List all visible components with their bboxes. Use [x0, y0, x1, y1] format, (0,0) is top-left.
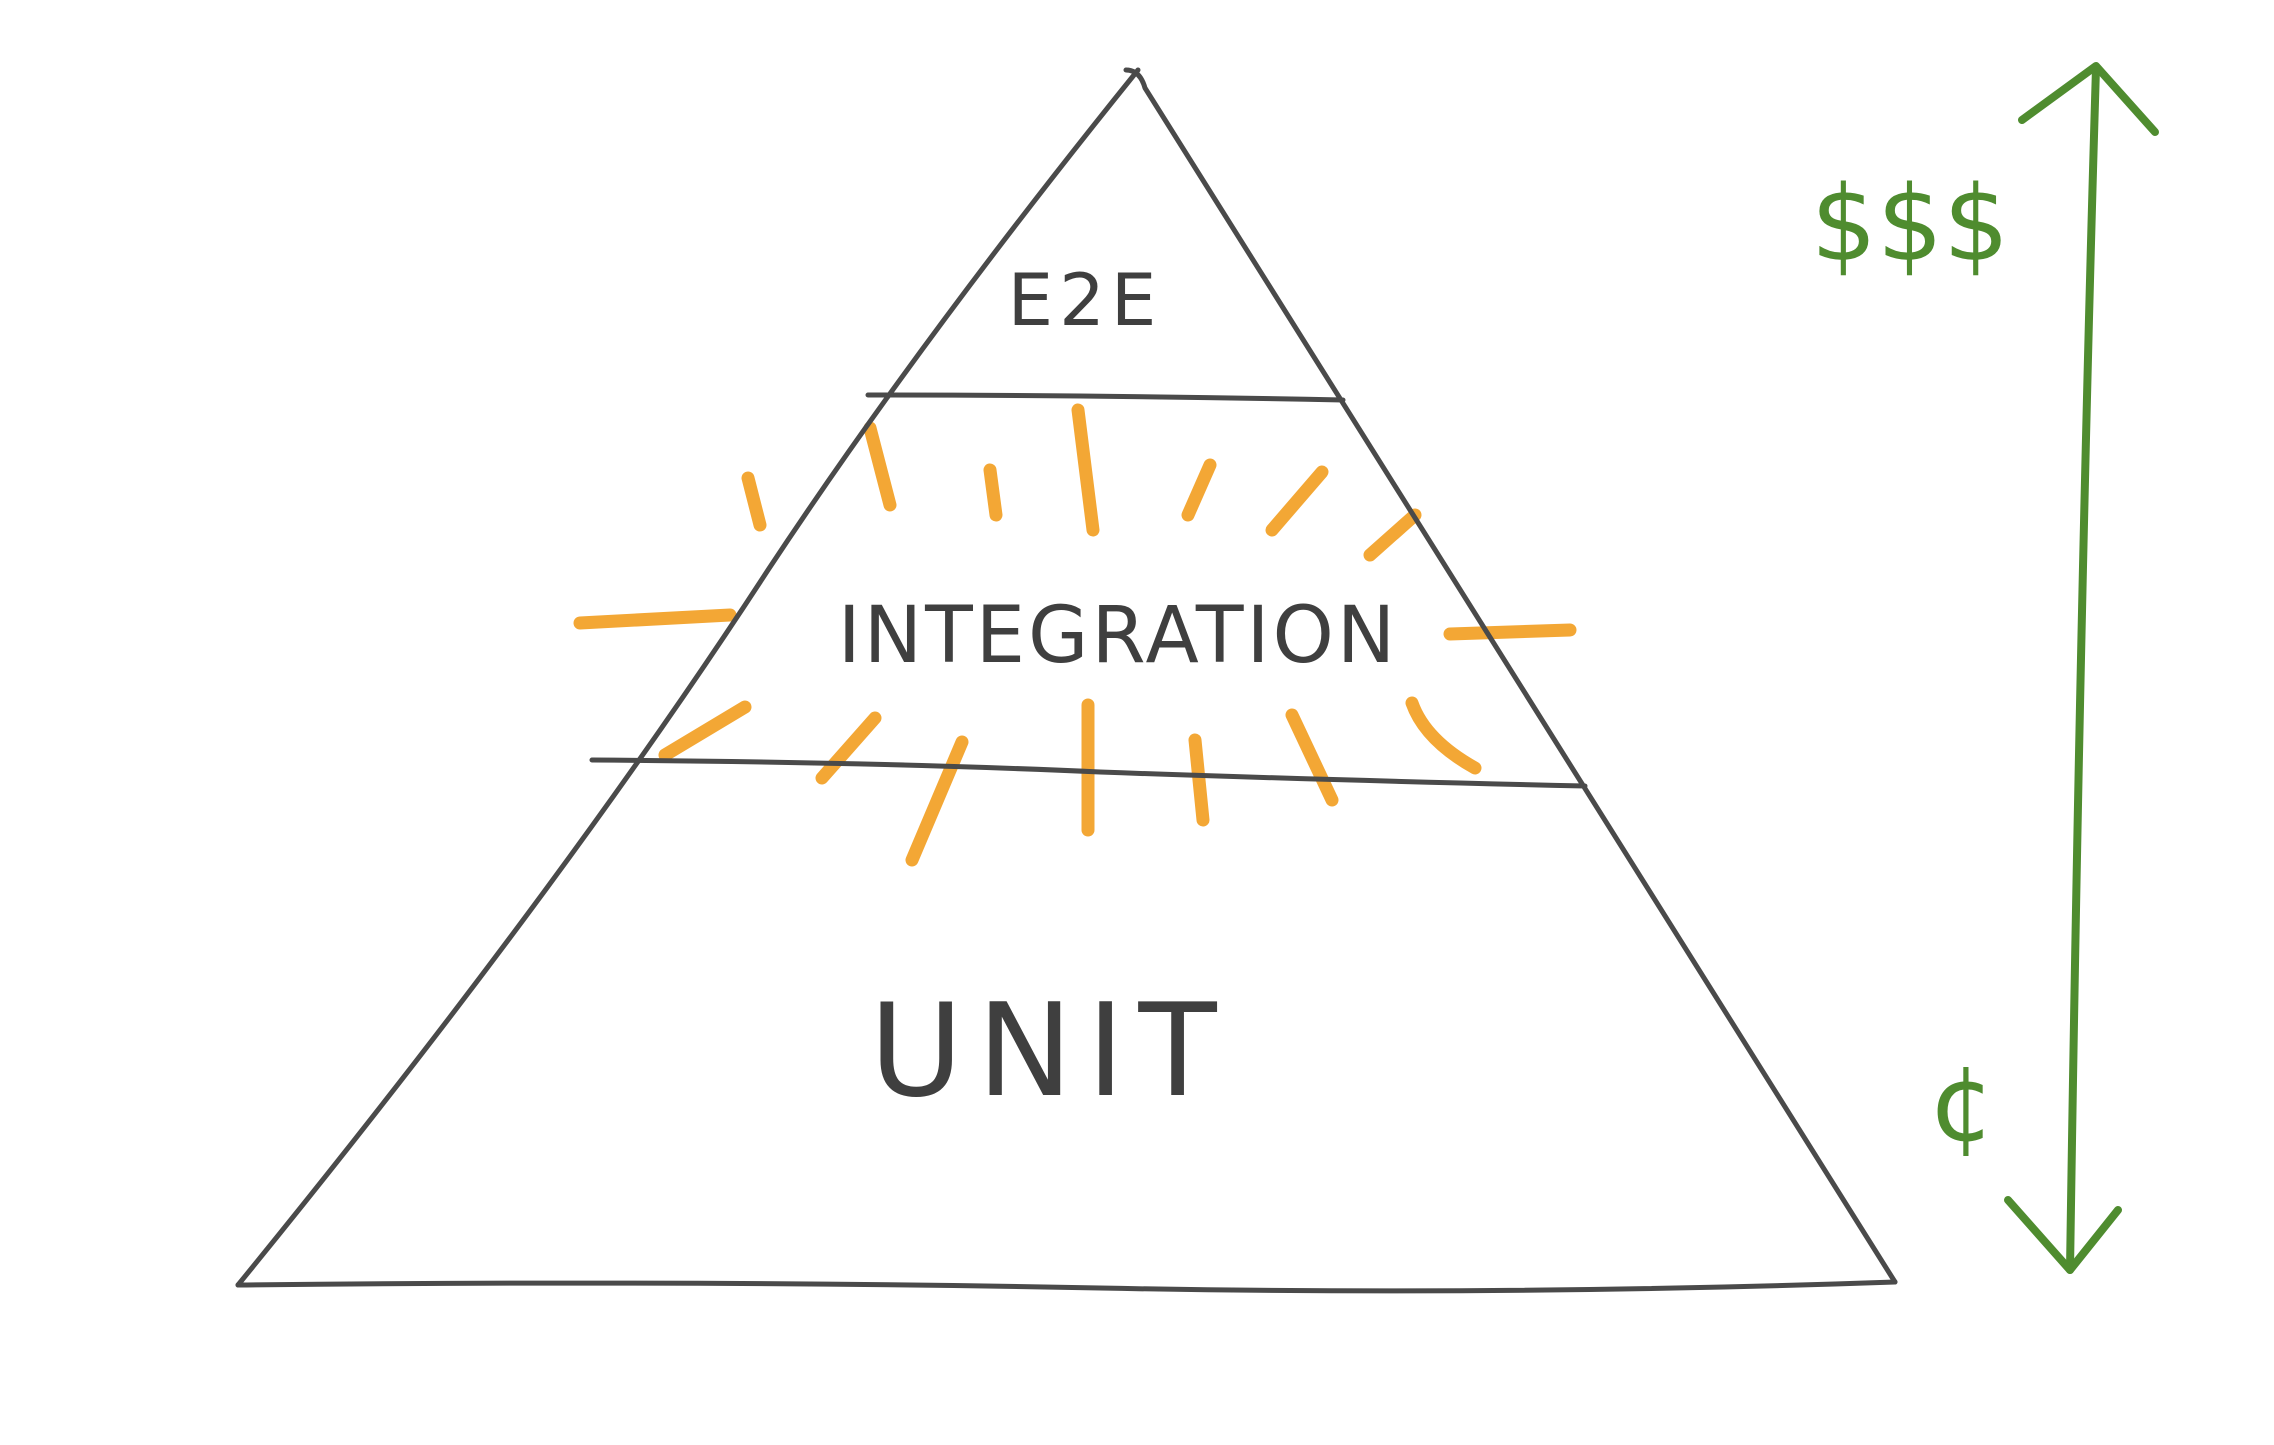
pyramid-left-edge [235, 67, 1141, 1288]
cost-axis: $$$ ¢ [1811, 62, 2159, 1274]
burst-ray [1181, 458, 1217, 522]
cost-high-label: $$$ [1811, 163, 2010, 285]
divider-integration-unit [589, 757, 1588, 789]
double-headed-arrow-icon [2066, 64, 2100, 1274]
layer-label-integration: INTEGRATION [838, 591, 1398, 681]
burst-ray [1265, 465, 1329, 537]
burst-ray [1071, 403, 1100, 537]
burst-ray [983, 463, 1003, 522]
pyramid-right-edge [1123, 67, 1898, 1285]
burst-ray [1188, 733, 1210, 827]
burst-arc [1405, 696, 1482, 775]
burst-ray [905, 735, 969, 867]
layer-label-e2e: E2E [1008, 258, 1163, 342]
burst-ray [815, 711, 882, 785]
burst-ray [573, 608, 737, 630]
burst-ray [1285, 708, 1339, 807]
integration-highlight-burst [573, 403, 1577, 867]
burst-ray [1443, 623, 1577, 641]
pyramid-base [235, 1279, 1898, 1294]
pyramid-outline [235, 67, 1898, 1294]
burst-ray [741, 471, 767, 532]
arrow-head-down [2004, 1196, 2122, 1274]
burst-ray [1363, 508, 1422, 562]
arrow-head-up [2018, 62, 2159, 136]
burst-ray [863, 421, 897, 512]
divider-e2e-integration [865, 392, 1346, 403]
cost-low-label: ¢ [1929, 1043, 1995, 1165]
layer-label-unit: UNIT [869, 977, 1230, 1126]
burst-ray [658, 700, 752, 762]
